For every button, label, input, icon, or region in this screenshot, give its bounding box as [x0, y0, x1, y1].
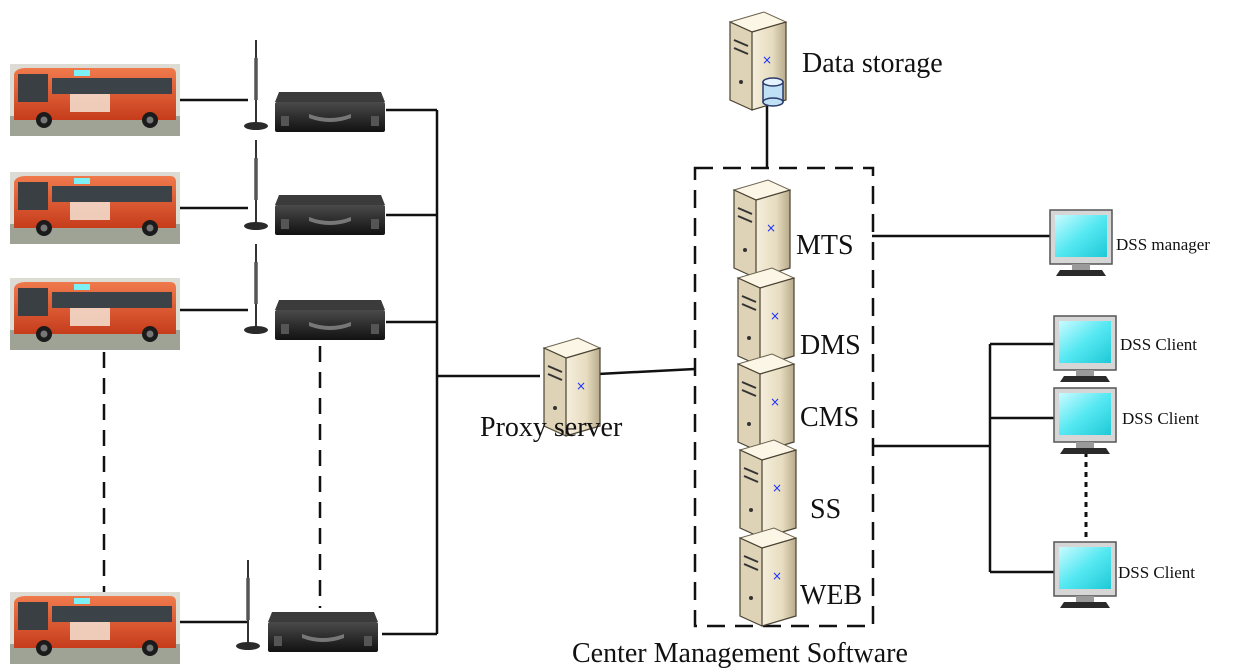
web-label: WEB	[800, 580, 862, 611]
cms-server-icon	[737, 353, 795, 453]
proxy-center-link	[597, 367, 696, 376]
dms-server-icon	[737, 267, 795, 367]
bus-icon	[10, 592, 180, 664]
antenna-icon	[234, 558, 262, 652]
bus-icon	[10, 278, 180, 350]
dms-label: DMS	[800, 330, 861, 361]
dss-client-label-3: DSS Client	[1118, 563, 1195, 582]
bus-icon	[10, 64, 180, 136]
cms-label: CMS	[800, 402, 859, 433]
mobile-dvr-icon	[275, 92, 385, 132]
bus-icon	[10, 172, 180, 244]
monitor-icon	[1053, 315, 1117, 383]
mobile-dvr-icon	[268, 612, 378, 652]
database-icon	[762, 77, 784, 107]
connection-lines	[102, 98, 1088, 636]
antenna-icon	[242, 38, 270, 132]
mobile-dvr-icon	[275, 300, 385, 340]
center-management-group	[693, 166, 875, 628]
mts-label: MTS	[796, 230, 854, 261]
web-server-icon	[739, 527, 797, 627]
dss-manager-label: DSS manager	[1116, 235, 1210, 254]
antenna-icon	[242, 242, 270, 336]
data-storage-label: Data storage	[802, 48, 943, 79]
center-management-label: Center Management Software	[572, 638, 908, 669]
dss-client-label-2: DSS Client	[1122, 409, 1199, 428]
mobile-dvr-icon	[275, 195, 385, 235]
monitor-icon	[1053, 541, 1117, 609]
dss-client-label-1: DSS Client	[1120, 335, 1197, 354]
monitor-icon	[1053, 387, 1117, 455]
proxy-server-label: Proxy server	[480, 412, 623, 443]
ss-server-icon	[739, 439, 797, 539]
mts-server-icon	[733, 179, 791, 279]
ss-label: SS	[810, 494, 841, 525]
antenna-icon	[242, 138, 270, 232]
monitor-icon	[1049, 209, 1113, 277]
